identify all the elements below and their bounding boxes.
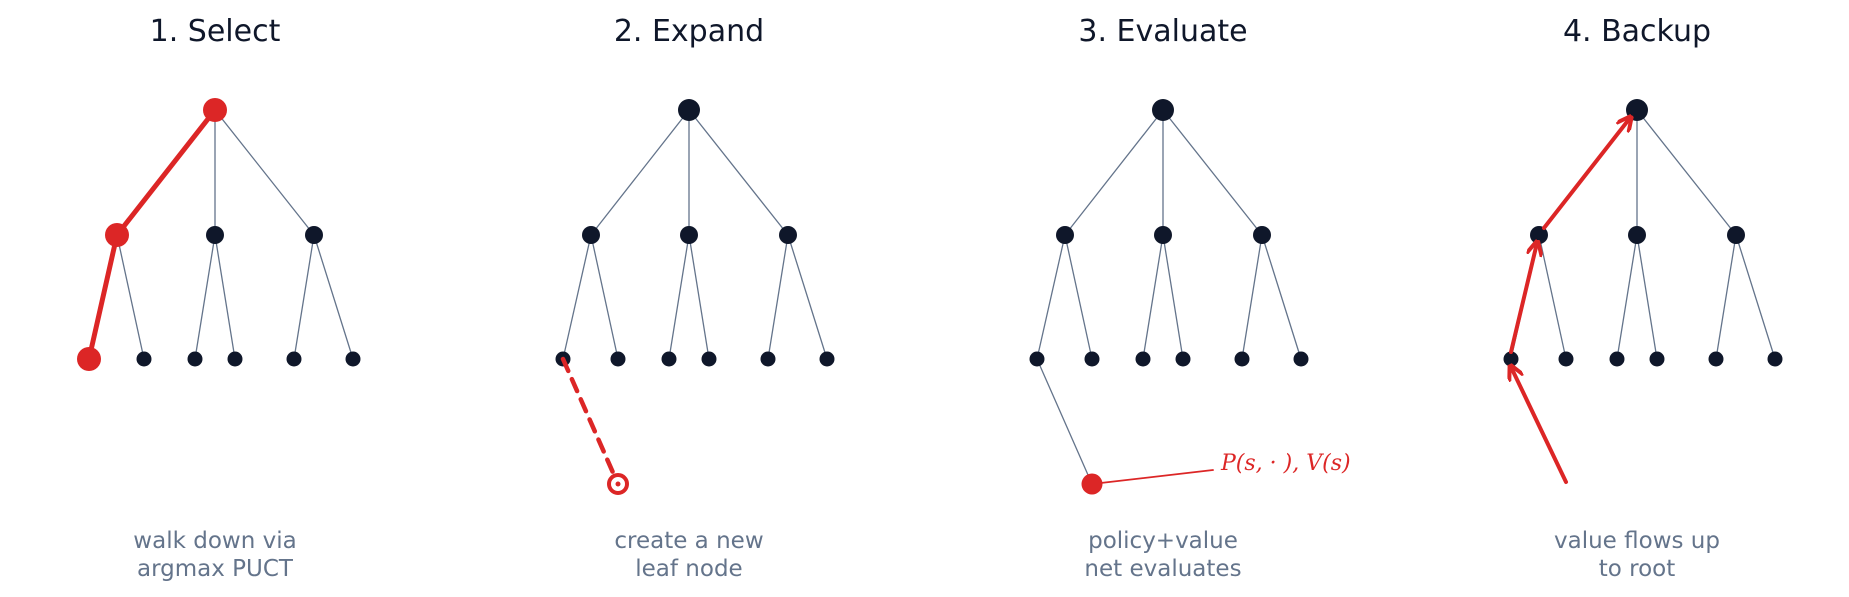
tree-edge bbox=[1616, 234, 1638, 360]
tree-edge bbox=[590, 234, 619, 360]
tree-node bbox=[206, 226, 224, 244]
leaf-node bbox=[1293, 351, 1309, 367]
leaf-node bbox=[1234, 351, 1250, 367]
panel-caption-line-2: to root bbox=[1599, 556, 1676, 582]
tree-edge bbox=[293, 234, 315, 360]
leaf-node bbox=[187, 351, 203, 367]
evaluated-leaf-node bbox=[1081, 473, 1103, 495]
tree-edge bbox=[1162, 234, 1184, 360]
panel-caption-line-2: argmax PUCT bbox=[137, 556, 294, 582]
tree-edge bbox=[214, 234, 236, 360]
tree-node bbox=[1056, 226, 1074, 244]
tree-edge bbox=[194, 234, 216, 360]
tree-node bbox=[1727, 226, 1745, 244]
panel-backup: 4. Backup value flows up to root bbox=[1503, 14, 1783, 582]
leaf-node bbox=[701, 351, 717, 367]
leaf-node bbox=[77, 347, 101, 371]
new-leaf-center bbox=[615, 481, 621, 487]
tree-edge bbox=[1162, 109, 1263, 236]
leaf-node bbox=[286, 351, 302, 367]
root-node bbox=[678, 99, 700, 121]
panel-select: 1. Select walk down via argmax PUCT bbox=[77, 14, 361, 582]
expansion-edge bbox=[560, 356, 621, 487]
leaf-node bbox=[1175, 351, 1191, 367]
leaf-node bbox=[1649, 351, 1665, 367]
leaf-node bbox=[1135, 351, 1151, 367]
leaf-node bbox=[1558, 351, 1574, 367]
tree-node bbox=[1154, 226, 1172, 244]
leaf-node bbox=[819, 351, 835, 367]
leaf-node bbox=[760, 351, 776, 367]
backup-arrow bbox=[1509, 243, 1537, 354]
panel-expand: 2. Expand create a new leaf node bbox=[555, 14, 835, 582]
policy-value-annotation: P(s, · ), V(s) bbox=[1220, 451, 1351, 476]
search-tree bbox=[1503, 99, 1783, 484]
tree-edge bbox=[1735, 234, 1776, 360]
tree-node bbox=[1628, 226, 1646, 244]
panel-caption-line-2: leaf node bbox=[635, 556, 742, 582]
tree-node bbox=[582, 226, 600, 244]
panel-caption-line-1: policy+value bbox=[1088, 528, 1238, 554]
leaf-node bbox=[1767, 351, 1783, 367]
tree-edge bbox=[1142, 234, 1164, 360]
tree-edge bbox=[787, 234, 828, 360]
tree-edge bbox=[590, 109, 690, 236]
tree-node bbox=[1253, 226, 1271, 244]
leaf-node bbox=[1029, 351, 1045, 367]
tree-edge bbox=[116, 234, 145, 360]
tree-edge bbox=[1715, 234, 1737, 360]
tree-edge bbox=[1538, 234, 1567, 360]
tree-edge bbox=[1064, 234, 1093, 360]
leaf-node bbox=[345, 351, 361, 367]
leaf-node bbox=[1708, 351, 1724, 367]
tree-edge bbox=[214, 109, 315, 236]
tree-edge bbox=[668, 234, 690, 360]
leaf-node bbox=[1084, 351, 1100, 367]
tree-edge bbox=[1636, 109, 1737, 236]
panel-title: 3. Evaluate bbox=[1078, 14, 1247, 49]
leaf-node bbox=[610, 351, 626, 367]
backup-arrow bbox=[1542, 118, 1630, 230]
tree-node bbox=[105, 223, 129, 247]
selected-path-edge bbox=[114, 107, 218, 238]
tree-edge bbox=[1036, 358, 1093, 485]
leaf-node bbox=[136, 351, 152, 367]
annotation-pointer bbox=[1091, 469, 1214, 485]
tree-edge bbox=[1064, 109, 1164, 236]
tree-edge bbox=[1241, 234, 1263, 360]
leaf-node bbox=[661, 351, 677, 367]
tree-node bbox=[779, 226, 797, 244]
panel-caption-line-2: net evaluates bbox=[1084, 556, 1241, 582]
tree-node bbox=[680, 226, 698, 244]
root-node bbox=[1152, 99, 1174, 121]
tree-edge bbox=[313, 234, 354, 360]
tree-edge bbox=[1036, 234, 1066, 360]
leaf-node bbox=[1609, 351, 1625, 367]
tree-edge bbox=[688, 234, 710, 360]
panel-title: 4. Backup bbox=[1563, 14, 1711, 49]
backup-arrow bbox=[1511, 367, 1568, 484]
panel-title: 1. Select bbox=[150, 14, 281, 49]
search-tree bbox=[555, 99, 835, 495]
panel-caption-line-1: value flows up bbox=[1554, 528, 1720, 554]
search-tree bbox=[77, 98, 361, 371]
tree-edge bbox=[688, 109, 789, 236]
panel-caption-line-1: create a new bbox=[614, 528, 763, 554]
root-node bbox=[203, 98, 227, 122]
leaf-node bbox=[227, 351, 243, 367]
tree-node bbox=[305, 226, 323, 244]
tree-edge bbox=[562, 234, 592, 360]
panel-title: 2. Expand bbox=[614, 14, 764, 49]
panel-evaluate: 3. Evaluate P(s, · ), V(s) policy+value … bbox=[1029, 14, 1351, 582]
tree-edge bbox=[1636, 234, 1658, 360]
panel-caption-line-1: walk down via bbox=[133, 528, 296, 554]
search-tree bbox=[1029, 99, 1309, 495]
tree-edge bbox=[767, 234, 789, 360]
tree-edge bbox=[1261, 234, 1302, 360]
selected-path-edge bbox=[86, 232, 120, 362]
